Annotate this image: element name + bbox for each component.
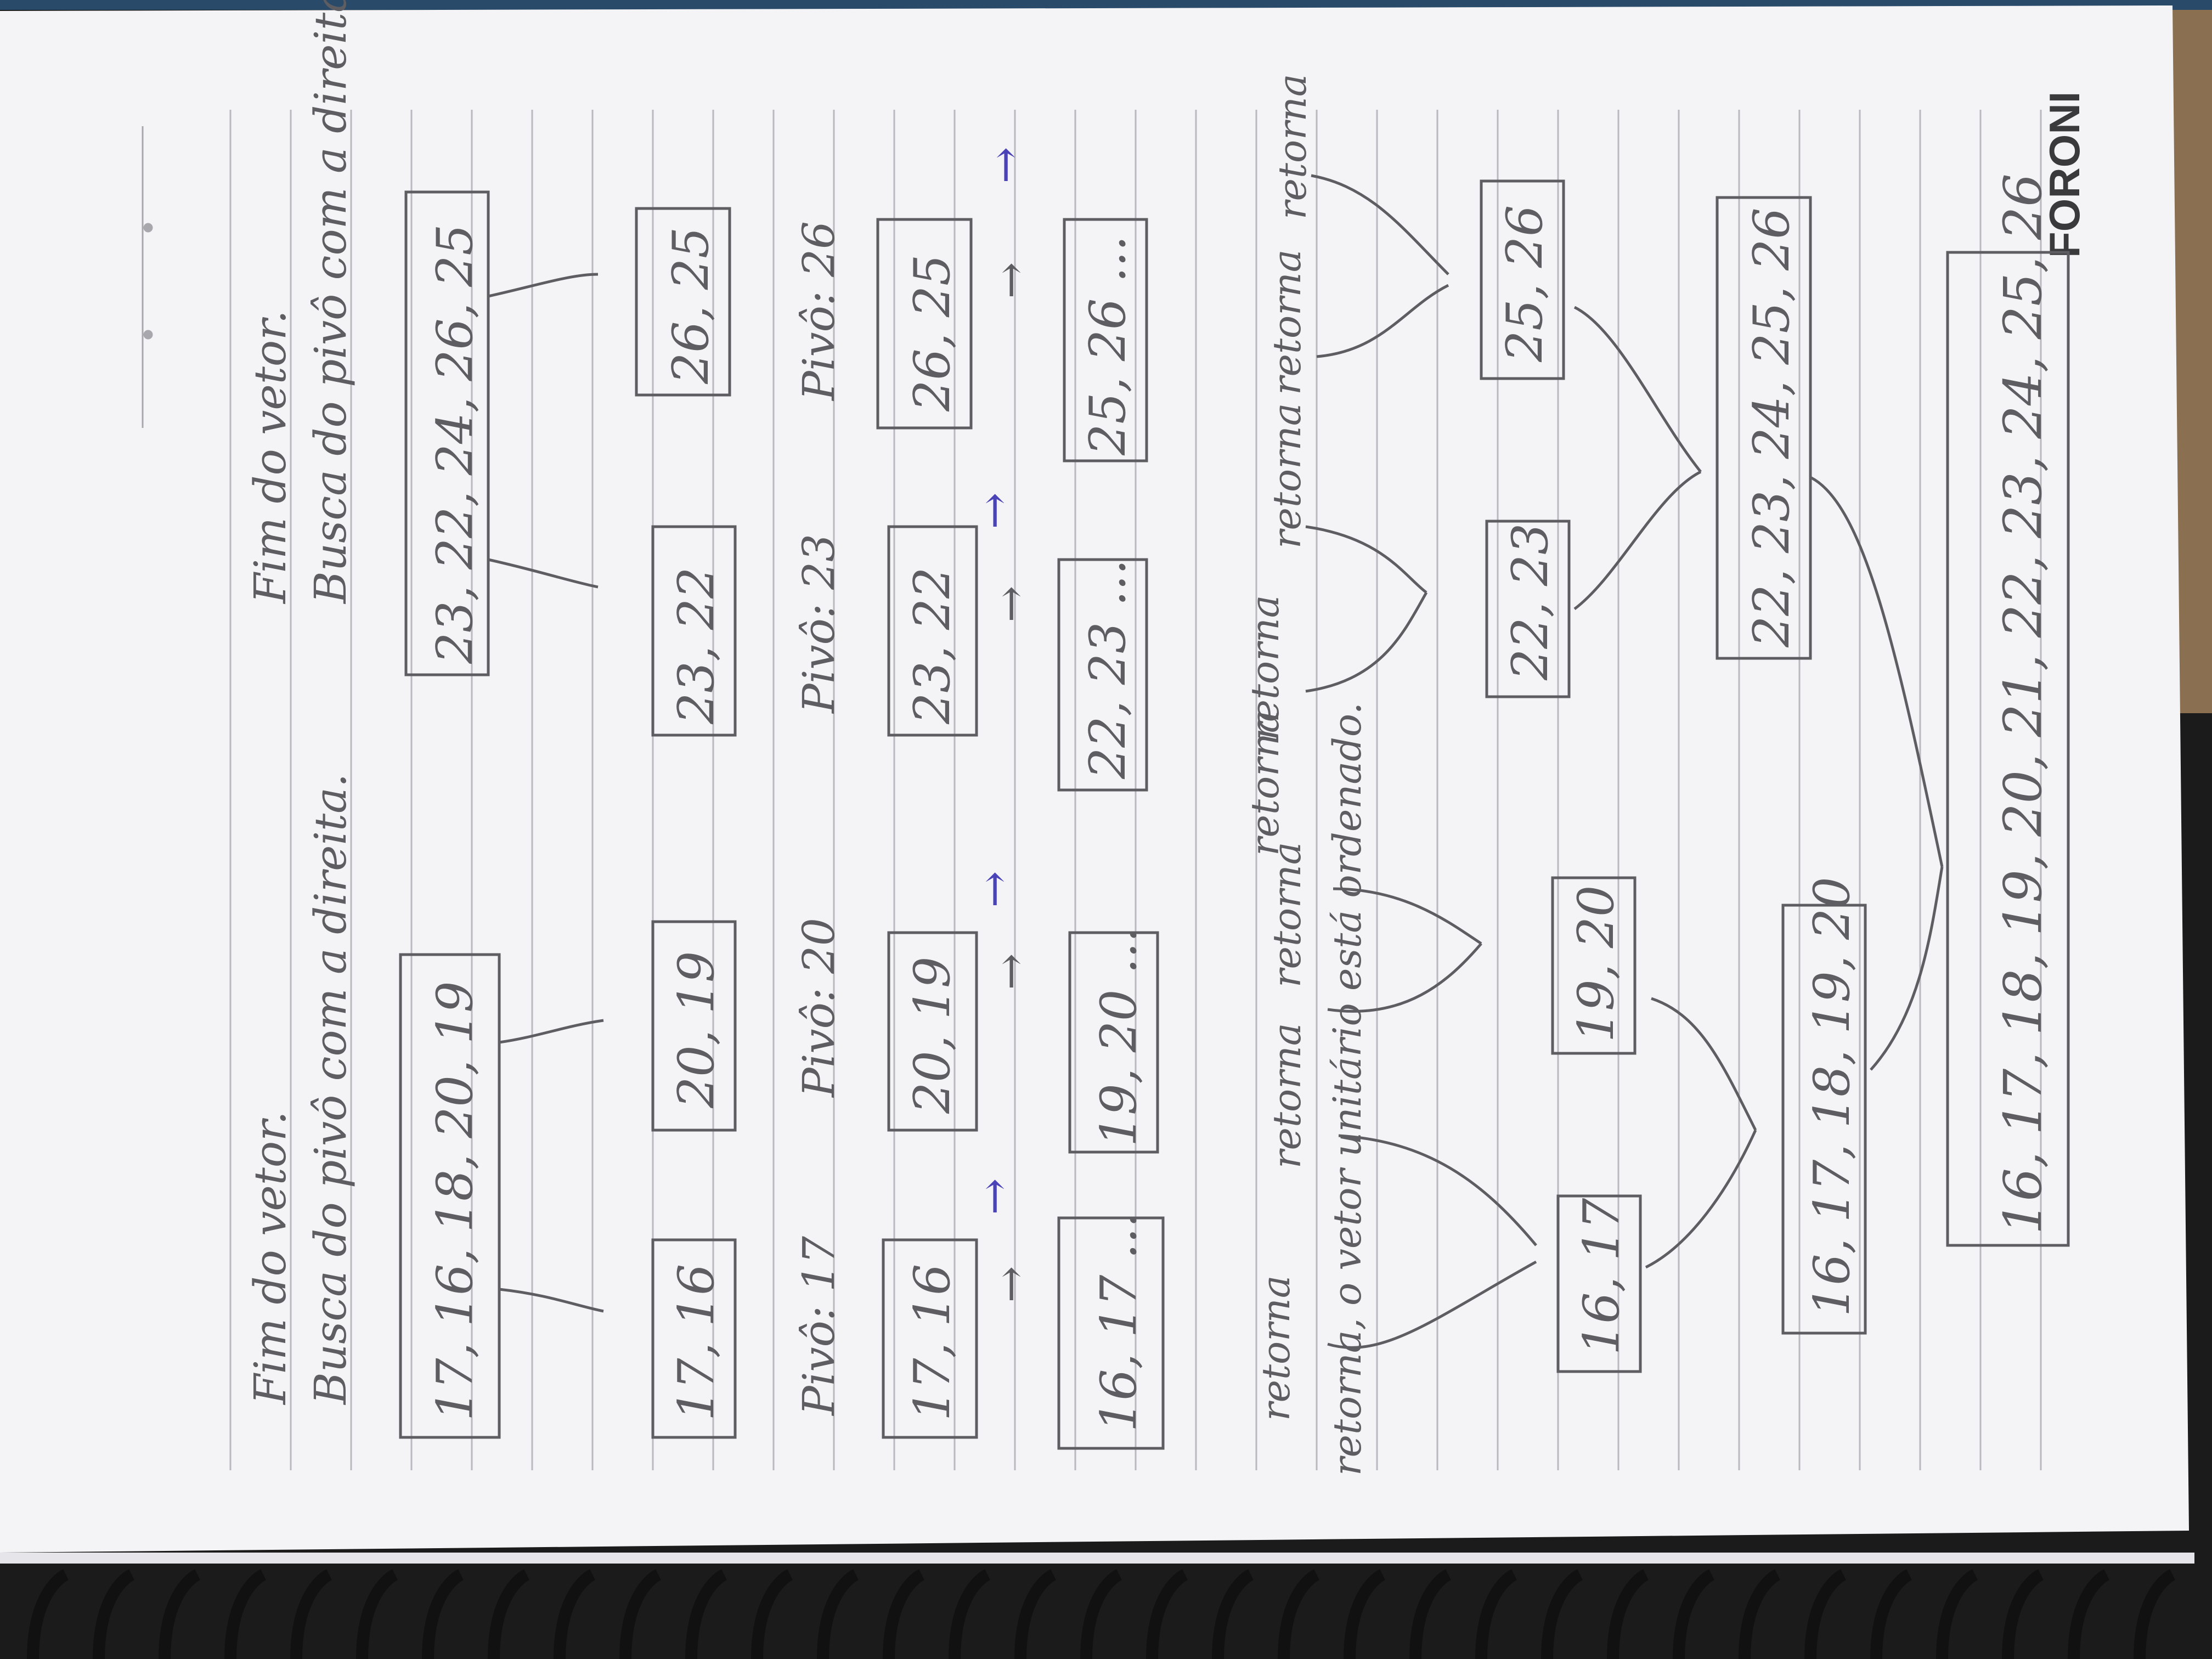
array-box xyxy=(887,931,978,1132)
svg-text:↑: ↑ xyxy=(993,1260,1030,1311)
right-heading-2: Busca do pivô com a direita. xyxy=(305,0,356,605)
return-label: retorna xyxy=(1243,710,1288,856)
return-label: retorna xyxy=(1270,74,1315,219)
array-box xyxy=(404,190,490,676)
pivot-label: Pivô: 23 xyxy=(793,534,844,714)
array-box xyxy=(887,525,978,737)
array-text: 23, 22 xyxy=(904,567,961,725)
array-box xyxy=(1485,520,1571,698)
array-text: 26, 25 xyxy=(904,255,961,412)
array-box xyxy=(882,1238,978,1439)
array-text: 20, 19 xyxy=(668,951,725,1109)
array-text: 25, 26 xyxy=(1496,205,1554,363)
svg-text:↑: ↑ xyxy=(993,256,1030,307)
brand-logo: FORONI xyxy=(2040,92,2089,258)
array-box xyxy=(1556,1194,1642,1373)
left-heading-1: Fim do vetor. xyxy=(245,1111,296,1406)
array-box xyxy=(1068,931,1159,1154)
array-text: 19, 20 xyxy=(1567,885,1625,1042)
merge-arrows xyxy=(1305,174,1944,1349)
array-box xyxy=(1551,876,1637,1055)
return-label: retorna xyxy=(1265,842,1310,988)
array-box xyxy=(1946,251,2070,1247)
array-text: 17, 16 xyxy=(668,1264,725,1421)
array-box xyxy=(876,218,973,430)
array-text: 16, 17, 18, 19, 20 xyxy=(1803,877,1861,1317)
pivot-label: Pivô: 20 xyxy=(793,918,844,1098)
array-text: 19, 20 ... xyxy=(1090,927,1148,1147)
array-text: 22, 23 xyxy=(1502,523,1559,681)
return-label: retorna xyxy=(1265,403,1310,549)
return-label: retorna xyxy=(1243,595,1288,741)
svg-text:↑: ↑ xyxy=(993,947,1030,998)
array-box xyxy=(1063,218,1148,462)
svg-text:↑: ↑ xyxy=(977,1172,1013,1223)
ruled-lines xyxy=(229,110,2042,1470)
array-text: 23, 22, 24, 26, 25 xyxy=(426,224,484,664)
array-text: 16, 17 ... xyxy=(1090,1212,1148,1432)
array-box xyxy=(1716,196,1812,660)
array-box xyxy=(651,1238,737,1439)
svg-text:↑: ↑ xyxy=(977,486,1013,537)
black-pointer-arrows: ↑ ↑ ↑ ↑ xyxy=(993,256,1030,1311)
array-box xyxy=(1781,904,1867,1335)
right-heading-1: Fim do vetor. xyxy=(245,310,296,605)
svg-text:↑: ↑ xyxy=(977,865,1013,916)
array-box xyxy=(1057,1216,1165,1450)
svg-text:↑: ↑ xyxy=(988,140,1024,191)
array-box xyxy=(1480,179,1565,380)
return-label: retorna xyxy=(1254,1276,1299,1421)
unit-vector-note: retorna, o vetor unitário está ordenado. xyxy=(1325,702,1370,1476)
final-array-text: 16, 17, 18, 19, 20, 21, 22, 23, 24, 25, … xyxy=(1993,173,2053,1234)
notebook-page xyxy=(0,5,2194,1564)
svg-text:↑: ↑ xyxy=(993,579,1030,630)
pivot-label: Pivô: 17 xyxy=(793,1236,844,1417)
array-text: 23, 22 xyxy=(668,567,725,725)
array-text: 22, 23 ... xyxy=(1079,559,1137,780)
blue-pointer-arrows: ↑ ↑ ↑ ↑ xyxy=(977,140,1024,1223)
array-box xyxy=(399,953,501,1439)
return-label: retorna xyxy=(1265,250,1310,395)
array-box xyxy=(1057,558,1148,792)
array-text: 17, 16, 18, 20, 19 xyxy=(426,981,484,1421)
array-text: 26, 25 xyxy=(662,227,720,385)
pivot-label: Pivô: 26 xyxy=(793,221,844,402)
left-heading-2: Busca do pivô com a direita. xyxy=(305,774,356,1406)
return-label: retorna xyxy=(1265,1023,1310,1169)
array-text: 17, 16 xyxy=(904,1264,961,1421)
array-text: 16, 17 xyxy=(1573,1198,1630,1355)
spiral-binding xyxy=(27,1569,2176,1659)
array-box xyxy=(635,207,731,397)
array-box xyxy=(651,525,737,737)
array-text: 22, 23, 24, 25, 26 xyxy=(1743,208,1801,648)
margin-guide xyxy=(142,126,153,428)
array-text: 25, 26 ... xyxy=(1079,235,1137,456)
array-text: 20, 19 xyxy=(904,957,961,1114)
split-arrows xyxy=(488,273,604,1313)
array-box xyxy=(651,920,737,1132)
